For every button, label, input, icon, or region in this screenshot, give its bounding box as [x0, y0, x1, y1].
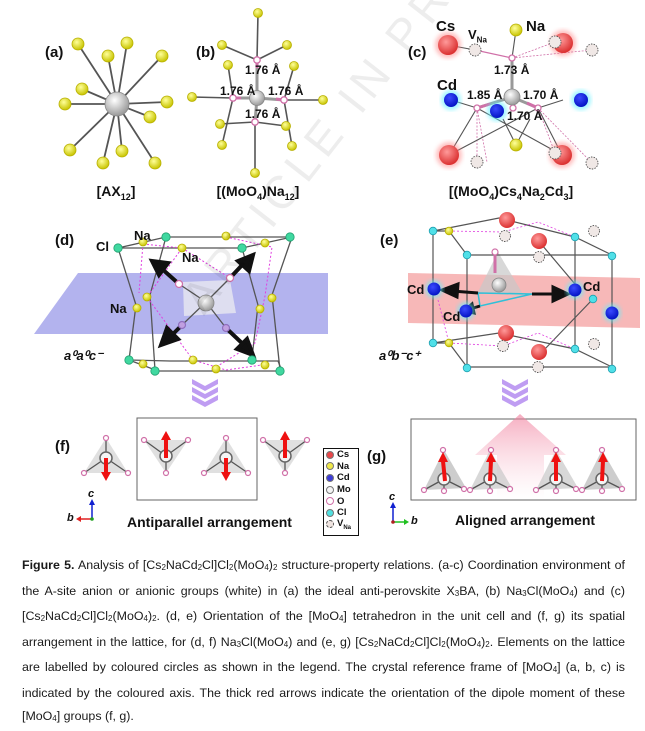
panel-label-d: (d) — [55, 232, 75, 249]
chevron-down-icon — [192, 379, 218, 407]
legend-swatch-icon — [326, 497, 334, 506]
legend-label: VNa — [337, 517, 352, 531]
axis-label-c: c — [389, 491, 396, 503]
element-label-cd: Cd — [443, 309, 461, 324]
tetrahedron-2 — [140, 431, 192, 477]
panel-label-f: (f) — [55, 438, 70, 455]
legend-swatch-icon — [326, 473, 334, 482]
legend-item: Cd — [324, 472, 358, 484]
legend-label: Cs — [337, 449, 350, 461]
distance-label: 1.73 Å — [494, 63, 530, 77]
legend-item: Na — [324, 461, 358, 473]
distance-label: 1.70 Å — [507, 109, 543, 123]
panel-c-structure — [435, 23, 599, 170]
distance-label: 1.70 Å — [523, 88, 559, 102]
distance-label: 1.76 Å — [268, 84, 304, 98]
arrangement-title-f: Antiparallel arrangement — [127, 514, 292, 530]
tetrahedron-7 — [532, 446, 580, 495]
legend-item: Cl — [324, 507, 358, 519]
element-label-cd: Cd — [437, 77, 457, 94]
element-label-na: Na — [526, 18, 546, 35]
distance-label: 1.76 Å — [245, 107, 281, 121]
tetrahedron-6 — [466, 446, 514, 495]
panel-label-g: (g) — [367, 448, 387, 465]
panel-label-c: (c) — [408, 44, 427, 61]
legend-swatch-icon — [326, 520, 334, 529]
legend-swatch-icon — [326, 508, 334, 517]
tetrahedron-5 — [420, 446, 468, 495]
formula-a: [AX12] — [96, 183, 136, 202]
distance-label: 1.76 Å — [245, 63, 281, 77]
panel-b-structure — [187, 8, 328, 178]
figure-label: Figure 5. — [22, 558, 75, 572]
element-label-na: Na — [182, 250, 199, 265]
element-label-cs: Cs — [436, 18, 456, 35]
chevron-down-icon — [502, 379, 528, 407]
legend-item: O — [324, 495, 358, 507]
element-label-cd: Cd — [583, 279, 601, 294]
legend-item: Mo — [324, 484, 358, 496]
panel-a-structure — [58, 36, 174, 170]
caption-text: Analysis of [Cs2NaCd2Cl]Cl2(MoO4)2 struc… — [22, 558, 626, 723]
element-label-cl: Cl — [96, 239, 109, 254]
tilt-system-d: a⁰a⁰c⁻ — [64, 348, 103, 363]
distance-label: 1.85 Å — [467, 88, 503, 102]
legend-item: Cs — [324, 449, 358, 461]
tetrahedron-3 — [200, 434, 252, 481]
legend-swatch-icon — [326, 450, 334, 459]
panel-f-structure — [76, 417, 311, 522]
element-label-na: Na — [110, 301, 127, 316]
panel-label-b: (b) — [196, 44, 216, 61]
distance-label: 1.76 Å — [220, 84, 256, 98]
plane-d — [34, 273, 328, 334]
formula-c: [(MoO4)Cs4Na2Cd3] — [448, 183, 574, 202]
panel-e-structure — [408, 212, 640, 407]
legend-item: VNa — [324, 517, 358, 531]
panel-d-structure — [34, 231, 328, 407]
axis-label-c: c — [88, 488, 95, 500]
legend-label: O — [337, 495, 345, 507]
figure-5: (a) (b) (c) (d) (e) (f) (g) [AX12] [(MoO… — [34, 0, 640, 536]
legend-label: Cd — [337, 472, 350, 484]
tetrahedron-8 — [578, 446, 626, 495]
formula-b: [(MoO4)Na12] — [216, 183, 300, 202]
element-label-na: Na — [134, 228, 151, 243]
antiparallel-box — [136, 417, 258, 501]
panel-label-a: (a) — [45, 44, 64, 61]
legend-label: Mo — [337, 484, 351, 496]
panel-label-e: (e) — [380, 232, 399, 249]
legend-swatch-icon — [326, 485, 334, 494]
tilt-system-e: a⁰b⁻c⁺ — [379, 348, 421, 363]
arrangement-title-g: Aligned arrangement — [455, 512, 596, 528]
axis-indicator-g — [390, 502, 409, 525]
panel-g-structure — [390, 414, 637, 525]
legend-swatch-icon — [326, 462, 334, 471]
element-label-vna: VNa — [468, 27, 487, 45]
tetrahedron-1 — [80, 434, 132, 481]
figure-caption: Figure 5. Analysis of [Cs2NaCd2Cl]Cl2(Mo… — [22, 554, 625, 731]
legend-label: Na — [337, 460, 350, 472]
element-label-cd: Cd — [407, 282, 425, 297]
axis-label-b: b — [67, 512, 74, 524]
legend-label: Cl — [337, 507, 347, 519]
figure-graphics — [34, 8, 640, 525]
tetrahedron-4 — [259, 431, 311, 477]
axis-label-b: b — [411, 515, 418, 527]
axis-indicator-f — [76, 499, 95, 522]
